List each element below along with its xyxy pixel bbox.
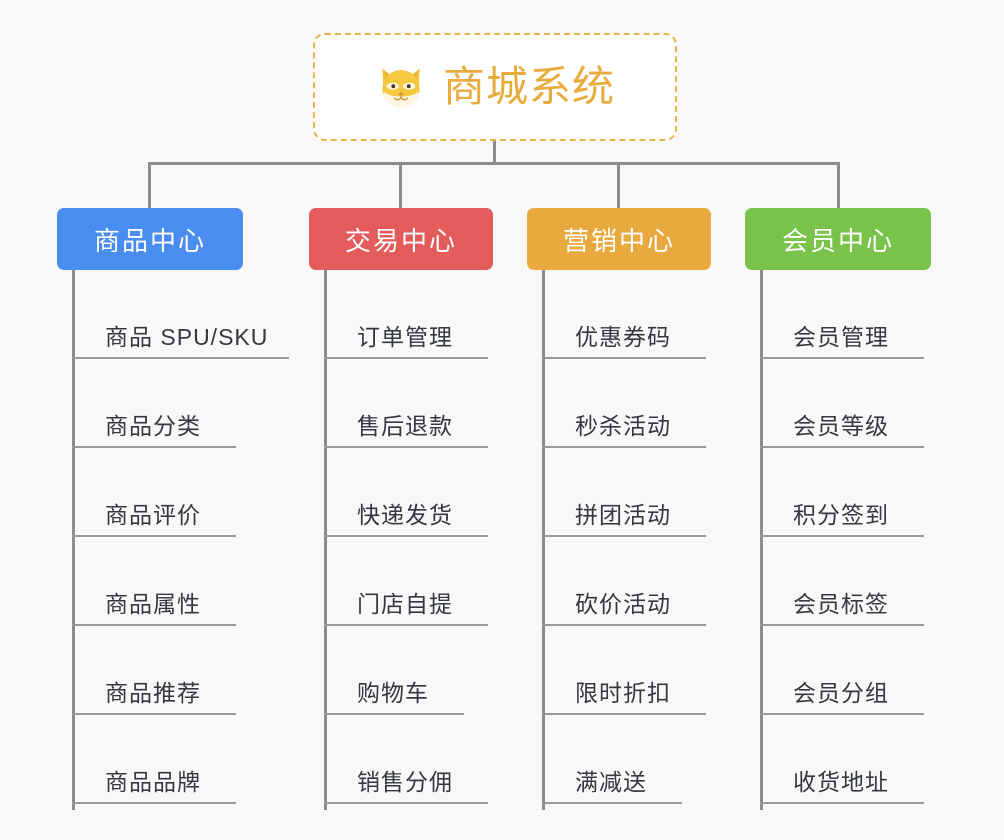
leaf-item[interactable]: 会员标签	[760, 537, 924, 626]
leaf-item-label: 商品分类	[105, 413, 201, 439]
leaf-item[interactable]: 快递发货	[324, 448, 488, 537]
leaf-item[interactable]: 秒杀活动	[542, 359, 706, 448]
category-box-member-center[interactable]: 会员中心	[745, 208, 931, 270]
leaf-item-label: 会员等级	[793, 413, 889, 439]
leaf-item[interactable]: 会员管理	[760, 270, 924, 359]
leaf-item[interactable]: 商品评价	[72, 448, 268, 537]
leaf-item-label: 会员管理	[793, 324, 889, 350]
leaf-underline	[72, 713, 236, 715]
leaf-item[interactable]: 商品推荐	[72, 626, 268, 715]
leaf-underline	[760, 802, 924, 804]
leaf-item-label: 门店自提	[357, 591, 453, 617]
leaf-list-member-center: 会员管理会员等级积分签到会员标签会员分组收货地址	[760, 270, 924, 804]
category-column-member-center: 会员中心会员管理会员等级积分签到会员标签会员分组收货地址	[745, 208, 931, 810]
connector-drop-2	[399, 162, 402, 210]
leaf-item[interactable]: 积分签到	[760, 448, 924, 537]
leaf-item-label: 商品推荐	[105, 680, 201, 706]
leaf-item[interactable]: 拼团活动	[542, 448, 706, 537]
column-trunk-line	[760, 270, 763, 810]
root-node-title: 商城系统	[442, 63, 615, 110]
leaf-item-label: 满减送	[575, 769, 647, 795]
leaf-item[interactable]: 购物车	[324, 626, 464, 715]
leaf-item-label: 砍价活动	[575, 591, 671, 617]
leaf-item-label: 积分签到	[793, 502, 889, 528]
leaf-item[interactable]: 商品 SPU/SKU	[72, 270, 289, 359]
leaf-underline	[324, 624, 488, 626]
leaf-item-label: 售后退款	[357, 413, 453, 439]
column-trunk-line	[542, 270, 545, 810]
connector-drop-1	[148, 162, 151, 210]
leaf-underline	[72, 357, 289, 359]
leaf-item-label: 限时折扣	[575, 680, 671, 706]
leaf-underline	[542, 535, 706, 537]
leaf-list-product-center: 商品 SPU/SKU 商品分类商品评价商品属性商品推荐商品品牌	[72, 270, 289, 804]
root-node-shop-system[interactable]: 商城系统	[313, 33, 677, 141]
leaf-item-label: 收货地址	[793, 769, 889, 795]
leaf-item-label: 会员标签	[793, 591, 889, 617]
leaf-underline	[72, 446, 236, 448]
leaf-list-trade-center: 订单管理售后退款快递发货门店自提购物车销售分佣	[324, 270, 488, 804]
leaf-item-label: 商品属性	[105, 591, 201, 617]
leaf-item[interactable]: 商品属性	[72, 537, 268, 626]
leaf-underline	[542, 713, 706, 715]
leaf-underline	[324, 357, 488, 359]
leaf-item[interactable]: 商品品牌	[72, 715, 268, 804]
category-column-product-center: 商品中心商品 SPU/SKU 商品分类商品评价商品属性商品推荐商品品牌	[57, 208, 289, 810]
connector-drop-3	[617, 162, 620, 210]
category-column-trade-center: 交易中心订单管理售后退款快递发货门店自提购物车销售分佣	[309, 208, 493, 810]
leaf-item-label: 购物车	[357, 680, 429, 706]
leaf-underline	[760, 446, 924, 448]
category-box-product-center[interactable]: 商品中心	[57, 208, 243, 270]
leaf-item-label: 商品 SPU/SKU	[105, 324, 269, 350]
column-trunk-line	[72, 270, 75, 810]
leaf-item[interactable]: 商品分类	[72, 359, 268, 448]
leaf-item[interactable]: 门店自提	[324, 537, 488, 626]
leaf-item[interactable]: 砍价活动	[542, 537, 706, 626]
leaf-item-label: 快递发货	[357, 502, 453, 528]
leaf-underline	[72, 624, 236, 626]
leaf-underline	[760, 713, 924, 715]
leaf-underline	[324, 802, 488, 804]
column-trunk-line	[324, 270, 327, 810]
leaf-item[interactable]: 订单管理	[324, 270, 488, 359]
leaf-item[interactable]: 会员分组	[760, 626, 924, 715]
connector-root-stem	[493, 141, 496, 165]
leaf-list-marketing-center: 优惠券码秒杀活动拼团活动砍价活动限时折扣满减送	[542, 270, 706, 804]
leaf-underline	[324, 713, 464, 715]
leaf-item-label: 会员分组	[793, 680, 889, 706]
leaf-item-label: 订单管理	[357, 324, 453, 350]
leaf-underline	[72, 535, 236, 537]
leaf-underline	[760, 357, 924, 359]
leaf-underline	[542, 357, 706, 359]
leaf-item[interactable]: 收货地址	[760, 715, 924, 804]
leaf-underline	[72, 802, 236, 804]
connector-horizontal-bus	[148, 162, 840, 165]
leaf-underline	[324, 535, 488, 537]
shiba-dog-icon	[382, 68, 420, 108]
leaf-item-label: 优惠券码	[575, 324, 671, 350]
leaf-underline	[760, 535, 924, 537]
leaf-underline	[542, 802, 682, 804]
leaf-item[interactable]: 优惠券码	[542, 270, 706, 359]
leaf-underline	[760, 624, 924, 626]
leaf-item-label: 商品评价	[105, 502, 201, 528]
leaf-item[interactable]: 会员等级	[760, 359, 924, 448]
leaf-underline	[542, 624, 706, 626]
category-box-marketing-center[interactable]: 营销中心	[527, 208, 711, 270]
category-column-marketing-center: 营销中心优惠券码秒杀活动拼团活动砍价活动限时折扣满减送	[527, 208, 711, 810]
leaf-item[interactable]: 满减送	[542, 715, 682, 804]
leaf-item-label: 拼团活动	[575, 502, 671, 528]
leaf-item[interactable]: 限时折扣	[542, 626, 706, 715]
category-box-trade-center[interactable]: 交易中心	[309, 208, 493, 270]
leaf-item[interactable]: 销售分佣	[324, 715, 488, 804]
leaf-item[interactable]: 售后退款	[324, 359, 488, 448]
leaf-item-label: 销售分佣	[357, 769, 453, 795]
leaf-underline	[542, 446, 706, 448]
leaf-item-label: 秒杀活动	[575, 413, 671, 439]
leaf-underline	[324, 446, 488, 448]
leaf-item-label: 商品品牌	[105, 769, 201, 795]
connector-drop-4	[837, 162, 840, 210]
